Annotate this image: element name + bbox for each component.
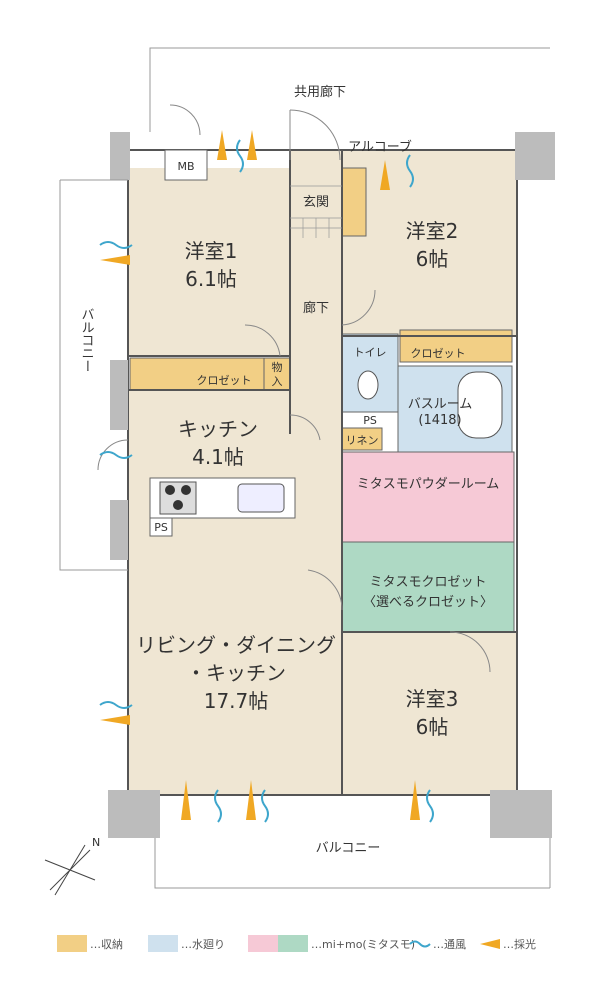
mb-label: MB <box>177 160 194 173</box>
legend-light-icon <box>480 939 500 949</box>
mitasumo-closet-label: ミタスモクロゼット <box>369 575 486 590</box>
bedroom1-size: 6.1帖 <box>185 267 237 291</box>
bedroom1-name: 洋室1 <box>185 239 238 263</box>
balcony-bottom-label: バルコニー <box>316 841 381 856</box>
kitchen-counter[interactable] <box>149 477 296 537</box>
pillars <box>108 132 555 838</box>
hallway-label: 廊下 <box>303 300 329 316</box>
legend-swatch-storage <box>57 935 87 952</box>
ps-label-2: PS <box>154 521 168 534</box>
light-arrows <box>100 130 420 820</box>
door-swings <box>97 104 491 673</box>
compass-icon <box>44 844 96 896</box>
legend-water-label: …水廻り <box>181 938 225 951</box>
legend-wind-label: …通風 <box>433 938 466 951</box>
ldk-size: 17.7帖 <box>204 689 269 713</box>
entrance-label: 玄関 <box>303 195 329 210</box>
mb-box <box>164 149 208 181</box>
legend-swatch-mitasumo-pink <box>248 935 278 952</box>
corridor-common-label: 共用廊下 <box>294 84 346 100</box>
outer-lines <box>59 47 551 889</box>
toilet-label: トイレ <box>354 346 387 359</box>
ps-label-1: PS <box>363 414 377 427</box>
walls <box>127 149 518 796</box>
legend: …収納 …水廻り …mi+mo(ミタスモ) …通風 …採光 <box>57 935 536 952</box>
wind-marks <box>99 139 434 823</box>
balcony-left-label: バルコニー <box>79 308 95 373</box>
legend-light-label: …採光 <box>503 937 536 951</box>
choose-closet-label: 〈選べるクロゼット〉 <box>363 595 493 610</box>
storage-label-2: 入 <box>272 375 283 388</box>
bathroom-size: (1418) <box>418 413 461 428</box>
legend-storage-label: …収納 <box>90 938 123 951</box>
alcove-label: アルコーブ <box>348 139 412 155</box>
entrance-grid <box>290 185 342 238</box>
compass-n-label: N <box>92 836 100 849</box>
bathtub <box>457 371 503 439</box>
ldk-name-line2: ・キッチン <box>186 661 286 685</box>
room-fills <box>128 150 517 795</box>
legend-swatch-water <box>148 935 178 952</box>
linen-label: リネン <box>346 434 379 447</box>
bathroom-label: バスルーム <box>408 397 473 412</box>
storage-label-1: 物 <box>272 360 283 374</box>
toilet-fixture <box>357 370 379 400</box>
ldk-name-line1: リビング・ダイニング <box>136 633 336 657</box>
closet-b1-label: クロゼット <box>197 374 252 387</box>
legend-swatch-mitasumo-green <box>278 935 308 952</box>
kitchen-name: キッチン <box>178 417 258 441</box>
legend-mitasumo-label: …mi+mo(ミタスモ) <box>311 938 415 951</box>
powder-label: ミタスモパウダールーム <box>357 477 500 492</box>
legend-wind-icon <box>409 940 431 948</box>
kitchen-size: 4.1帖 <box>192 445 244 469</box>
bedroom3-size: 6帖 <box>416 715 449 739</box>
bedroom2-size: 6帖 <box>416 247 449 271</box>
closet-b2-label: クロゼット <box>411 347 466 360</box>
bedroom3-name: 洋室3 <box>406 687 459 711</box>
bedroom2-name: 洋室2 <box>406 219 459 243</box>
